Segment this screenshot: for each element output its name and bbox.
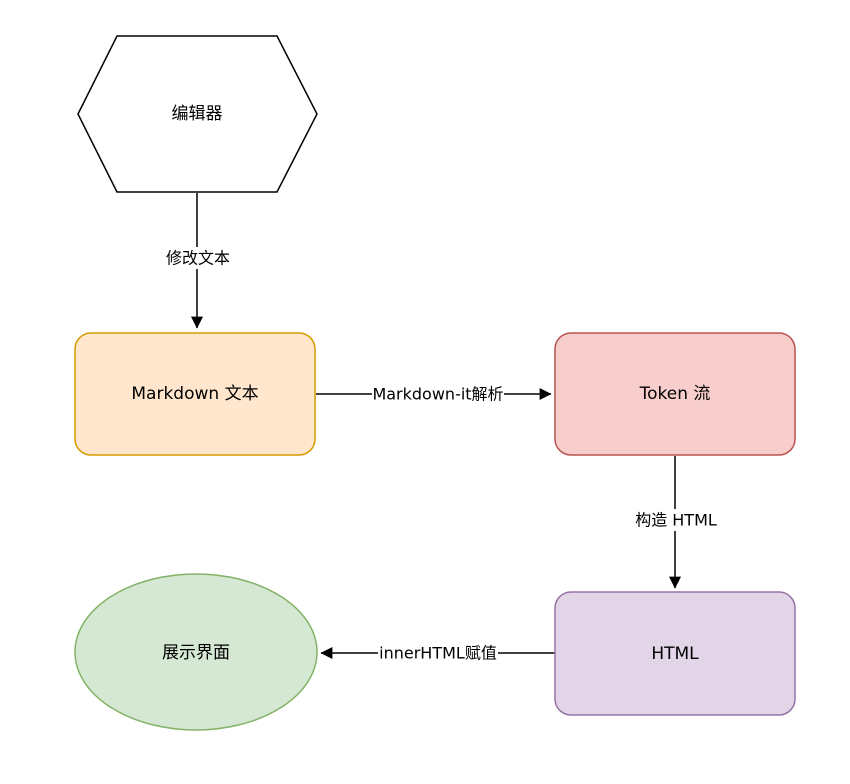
token-stream-label: Token 流	[639, 384, 711, 404]
edge-modify-text-label: 修改文本	[166, 249, 230, 268]
edge-markdown-it-parse: Markdown-it解析	[316, 383, 552, 405]
edge-markdown-it-parse-label: Markdown-it解析	[372, 385, 503, 404]
edge-build-html-label: 构造 HTML	[635, 511, 717, 530]
token-stream-shape	[554, 332, 796, 456]
html-shape	[554, 591, 796, 716]
html-label: HTML	[651, 644, 699, 664]
node-html: HTML	[554, 591, 796, 716]
editor-hexagon-shape	[77, 35, 318, 193]
edge-build-html: 构造 HTML	[626, 456, 726, 589]
edge-innerhtml-assign: innerHTML赋值	[320, 642, 555, 664]
edge-modify-text: 修改文本	[158, 193, 238, 329]
display-ui-shape	[74, 573, 318, 731]
editor-label: 编辑器	[172, 104, 223, 124]
display-ui-label: 展示界面	[162, 643, 230, 663]
node-token-stream: Token 流	[554, 332, 796, 456]
markdown-text-label: Markdown 文本	[131, 384, 258, 404]
node-editor: 编辑器	[77, 35, 318, 193]
markdown-text-shape	[74, 332, 316, 456]
edge-innerhtml-assign-label-bg	[378, 642, 498, 664]
edge-markdown-it-parse-label-bg	[372, 383, 504, 405]
edge-innerhtml-assign-label: innerHTML赋值	[379, 644, 497, 663]
edge-modify-text-label-bg	[158, 247, 238, 269]
edge-build-html-label-bg	[626, 509, 726, 531]
node-display-ui: 展示界面	[74, 573, 318, 731]
node-markdown-text: Markdown 文本	[74, 332, 316, 456]
